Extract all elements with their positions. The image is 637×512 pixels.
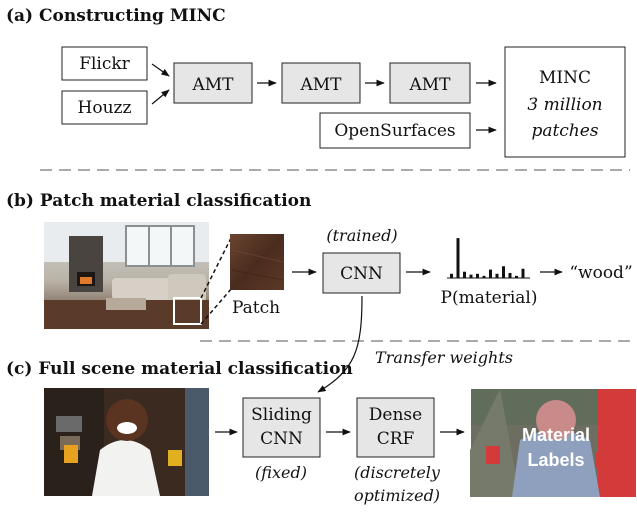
histogram-bar [489,269,492,278]
transfer-weights-label: Transfer weights [375,348,513,367]
minc-title: MINC [539,68,591,88]
section-a-title: (a) Constructing MINC [6,6,226,26]
patch-label: Patch [232,298,280,318]
flickr-label: Flickr [79,54,130,74]
optimized-label: optimized) [354,486,440,505]
sliding-label-2: CNN [260,429,303,449]
zoom-line-bottom [200,287,233,325]
dense-label-2: CRF [377,429,415,449]
material-histogram [447,238,530,279]
histogram-bar [463,271,466,278]
arrow-flickr-amt [151,63,170,77]
fixed-label: (fixed) [255,463,307,482]
section-b-title: (b) Patch material classification [6,191,311,211]
discretely-label: (discretely [354,463,441,482]
minc-sub1: 3 million [527,95,602,115]
histogram-bar [521,268,525,278]
labels-overlay-2: Labels [527,450,584,470]
houzz-box: Houzz [61,90,148,125]
histogram-bar [508,272,512,278]
amt3-label: AMT [408,75,451,95]
living-room-photo [44,222,209,329]
amt-box-1: AMT [173,62,253,104]
histogram-bar [450,273,453,278]
dense-crf-box: Dense CRF [356,397,435,458]
flickr-box: Flickr [61,46,148,81]
prob-label: P(material) [441,288,538,308]
chef-photo [44,388,209,496]
histogram-bar [469,274,473,278]
sliding-label-1: Sliding [251,405,312,425]
cnn-label: CNN [340,264,383,284]
patch-image [230,234,284,290]
patch-selection-square [173,297,202,325]
amt2-label: AMT [299,75,342,95]
cnn-box: CNN [322,252,401,294]
labels-overlay-1: Material [522,425,590,445]
trained-label: (trained) [326,226,397,245]
histogram-bar [502,266,505,278]
amt-box-2: AMT [281,62,361,104]
minc-sub2: patches [531,121,598,141]
amt1-label: AMT [191,75,234,95]
amt-box-3: AMT [389,62,471,104]
dense-label-1: Dense [369,405,422,425]
minc-box: MINC 3 million patches [504,46,626,158]
sliding-cnn-box: Sliding CNN [242,397,321,458]
histogram-bar [482,275,486,278]
opensurfaces-box: OpenSurfaces [319,112,471,149]
histogram-bar [476,273,479,278]
opensurfaces-label: OpenSurfaces [334,121,455,141]
houzz-label: Houzz [78,98,132,118]
material-labels-image: Material Labels [470,389,636,497]
histogram-bar [456,238,460,278]
zoom-line-top [200,235,233,299]
section-c-title: (c) Full scene material classification [6,359,353,379]
output-label: “wood” [569,263,632,283]
histogram-bar [515,275,518,278]
histogram-bar [495,273,499,278]
arrow-transfer-weights [317,295,363,393]
arrow-houzz-amt [151,89,170,105]
